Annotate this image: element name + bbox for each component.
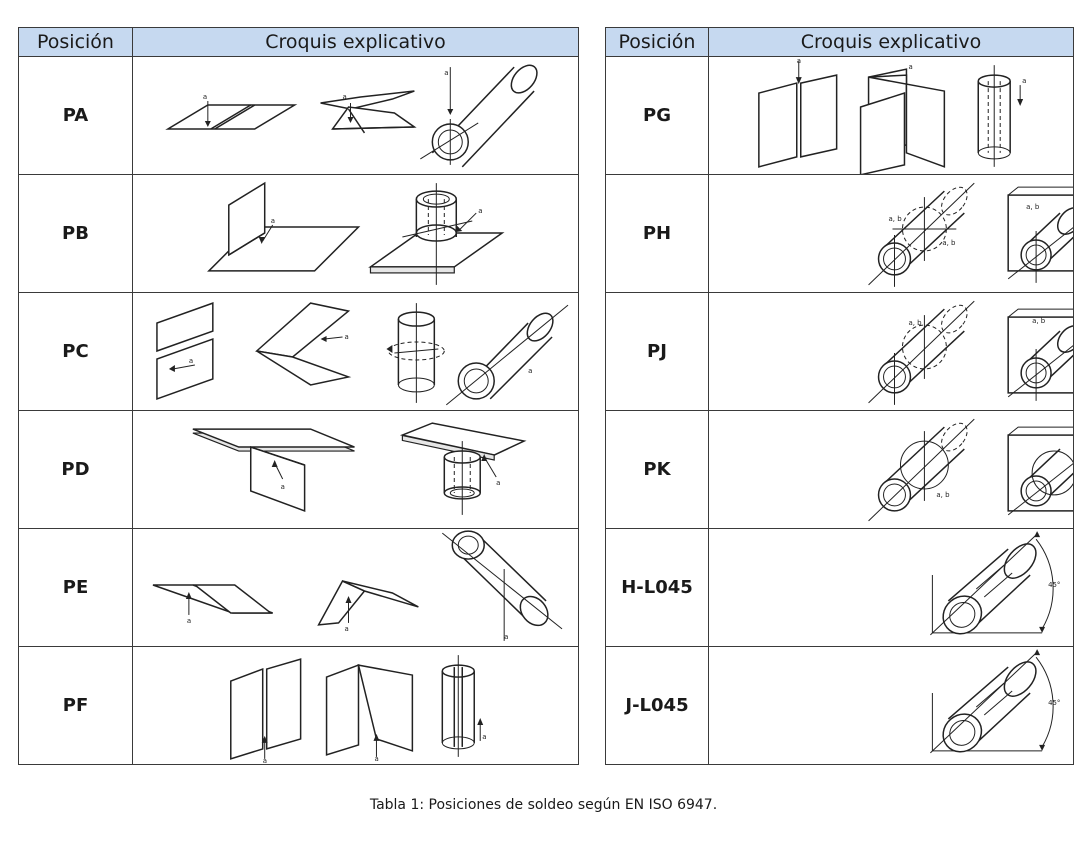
sketch-cell: a a a [132,646,579,765]
table-caption: Tabla 1: Posiciones de soldeo según EN I… [369,797,718,813]
table-row: PH a, b a, b a, b a, b [605,174,1074,293]
label-a: a [281,483,285,491]
table-row: PG a a a [605,56,1074,175]
label-a: a [482,733,486,741]
label-a: a [528,367,532,375]
table-row: PE a a a [18,528,579,647]
label-a: a [187,617,191,625]
horizontal-position-welds-sketch: a a a [156,302,569,406]
table-row: PA a a a [18,56,579,175]
sketch-cell: a, b a, b [708,410,1074,529]
welding-positions-table-right: Posición Croquis explicativo PG a a a [605,27,1074,765]
position-code: PG [605,56,709,175]
table-row: PC a a a [18,292,579,411]
position-code: PD [18,410,133,529]
position-code: J-L045 [605,646,709,765]
table-row: J-L045 45° [605,646,1074,765]
label-a: a [203,93,207,101]
label-a: a [504,633,508,641]
label-a: a [345,625,349,633]
table-header-row: Posición Croquis explicativo [18,27,579,57]
label-a: a [374,755,378,763]
label-a-b: a, b [889,215,903,223]
label-a: a [263,757,267,764]
label-a-b: a, b [942,239,956,247]
table-row: PF a a a [18,646,579,765]
pipe-orbital-sketch: a, b a, b [868,418,1073,522]
welding-positions-table-left: Posición Croquis explicativo PA a a [18,27,579,765]
sketch-cell: a, b a, b a, b a, b [708,174,1074,293]
label-a: a [478,207,482,215]
sketch-cell: a a [132,174,579,293]
pipe-vertical-down-sketch: a, b a, b [868,300,1073,405]
sketch-cell: a a a [132,528,579,647]
vertical-up-welds-sketch: a a a [230,655,486,764]
vertical-down-welds-sketch: a a a [758,57,1026,174]
inclined-pipe-up-45-sketch: 45° [930,531,1060,636]
label-45-degrees: 45° [1048,581,1060,589]
position-code: H-L045 [605,528,709,647]
label-a: a [189,357,193,365]
column-header-position: Posición [18,27,133,57]
sketch-cell: a a [132,410,579,529]
table-row: PB a a [18,174,579,293]
sketch-cell: a a a [708,56,1074,175]
horizontal-overhead-fillet-sketch: a a [192,422,527,515]
label-a: a [343,93,347,101]
table-row: H-L045 45° [605,528,1074,647]
inclined-pipe-down-45-sketch: 45° [930,649,1060,754]
label-a-b: a, b [936,491,950,499]
label-a-b: a, b [1026,203,1040,211]
table-row: PD a a [18,410,579,529]
column-header-sketch: Croquis explicativo [132,27,579,57]
position-code: PJ [605,292,709,411]
position-code: PB [18,174,133,293]
label-a: a [444,69,448,77]
overhead-position-welds-sketch: a a a [152,530,563,641]
table-row: PJ a, b a, b [605,292,1074,411]
position-code: PE [18,528,133,647]
label-45-degrees: 45° [1048,699,1060,707]
sketch-cell: a a a [132,292,579,411]
position-code: PH [605,174,709,293]
label-a: a [271,217,275,225]
table-header-row: Posición Croquis explicativo [605,27,1074,57]
label-a-b: a, b [1032,317,1046,325]
sketch-cell: a, b a, b [708,292,1074,411]
position-code: PC [18,292,133,411]
position-code: PK [605,410,709,529]
label-a: a [1022,77,1026,85]
column-header-position: Posición [605,27,709,57]
label-a: a [908,63,912,71]
label-a: a [496,479,500,487]
label-a: a [345,333,349,341]
label-a-b: a, b [908,319,922,327]
table-row: PK a, b a, b [605,410,1074,529]
pipe-vertical-up-sketch: a, b a, b a, b a, b [868,182,1073,287]
sketch-cell: 45° [708,528,1074,647]
sketch-cell: 45° [708,646,1074,765]
flat-position-welds-sketch: a a a [165,64,538,168]
sketch-cell: a a a [132,56,579,175]
label-a: a [797,57,801,65]
position-code: PF [18,646,133,765]
position-code: PA [18,56,133,175]
column-header-sketch: Croquis explicativo [708,27,1074,57]
horizontal-vertical-fillet-sketch: a a [207,181,505,285]
